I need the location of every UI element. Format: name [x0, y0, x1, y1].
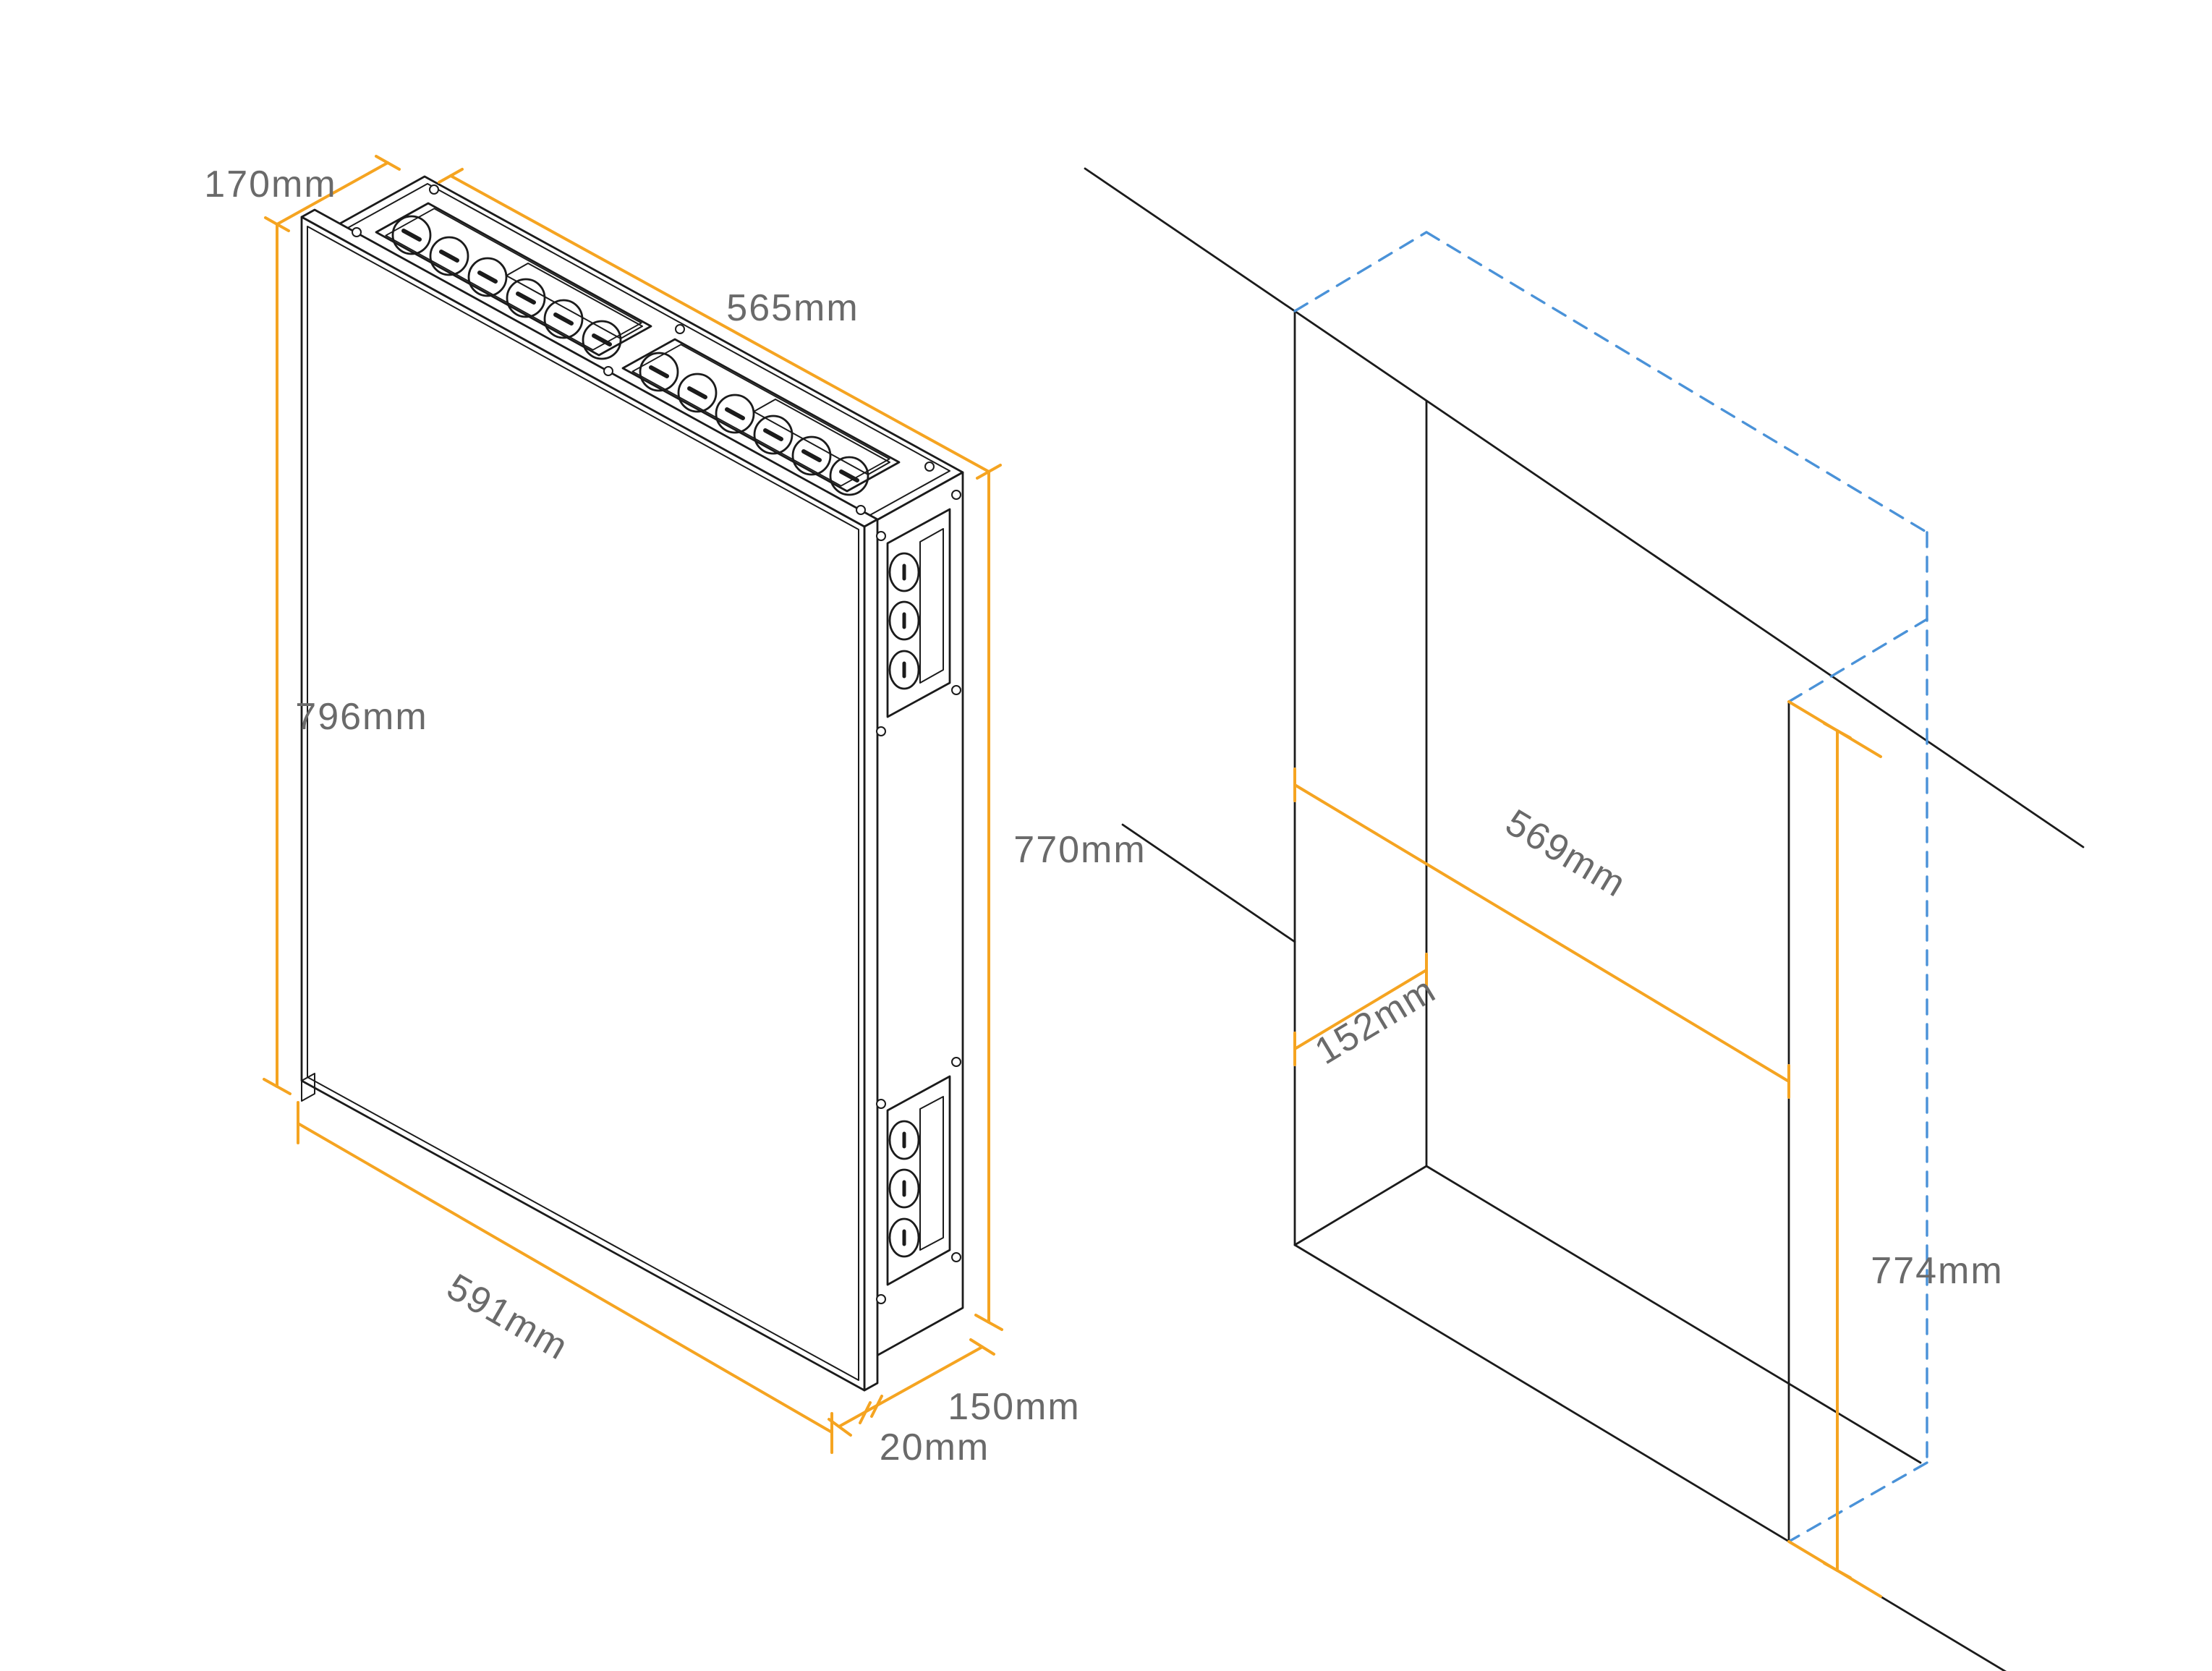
dim-break-mark	[870, 1395, 883, 1418]
niche-floor-left-edge	[1293, 1165, 1428, 1246]
dim-line-565	[449, 174, 990, 473]
dim-label-170: 170mm	[204, 163, 336, 205]
door-front-face	[300, 216, 866, 1392]
door-bottom-cap	[301, 1073, 315, 1102]
recess-dimensions: 569mm 152mm 774mm	[1293, 700, 2003, 1598]
dim-label-770: 770mm	[1013, 829, 1146, 871]
door-bezel-line	[307, 226, 859, 1381]
wall-and-niche-lines	[1084, 167, 2085, 1671]
niche-floor-front-edge	[1293, 1243, 2007, 1671]
cabinet-door	[300, 208, 879, 1392]
dim-label-591: 591mm	[440, 1266, 576, 1369]
dim-line-170	[276, 161, 389, 226]
wall-lower-left-edge	[1121, 823, 1296, 943]
dim-line-152	[1293, 969, 1428, 1050]
wall-recess-view: 569mm 152mm 774mm	[1084, 167, 2085, 1671]
hidden-recess-outline	[1293, 231, 1928, 1543]
dim-label-796: 796mm	[295, 696, 427, 738]
side-knockout-plate-lower	[876, 1057, 961, 1304]
wall-top-edge	[1084, 167, 2085, 849]
top-knockout-plate-1	[375, 202, 652, 360]
cabinet-isometric-view: 170mm 565mm 796mm 770mm 591mm	[204, 155, 1146, 1468]
dim-label-774: 774mm	[1871, 1250, 2003, 1292]
dim-label-150: 150mm	[948, 1386, 1080, 1428]
dim-label-20: 20mm	[880, 1426, 990, 1468]
dim-line-150-20	[838, 1345, 984, 1428]
dim-break-mark	[859, 1401, 872, 1424]
niche-floor-back-edge	[1425, 1165, 1922, 1464]
cabinet-dimensions: 170mm 565mm 796mm 770mm 591mm	[204, 155, 1146, 1468]
dim-label-565: 565mm	[726, 287, 859, 329]
dim-line-591	[297, 1122, 833, 1434]
top-screw-holes	[352, 184, 935, 515]
plate2-knockouts	[639, 352, 869, 496]
plate1-knockouts	[391, 215, 622, 360]
top-knockout-plate-2	[621, 338, 901, 496]
dim-line-569	[1293, 783, 1790, 1083]
dim-label-152: 152mm	[1308, 969, 1443, 1073]
side-plate-upper-blank	[919, 528, 944, 684]
dim-label-569: 569mm	[1498, 802, 1633, 906]
door-right-edge	[863, 518, 879, 1392]
side-plate-lower-blank	[919, 1096, 944, 1251]
side-knockout-plate-upper	[876, 490, 961, 736]
